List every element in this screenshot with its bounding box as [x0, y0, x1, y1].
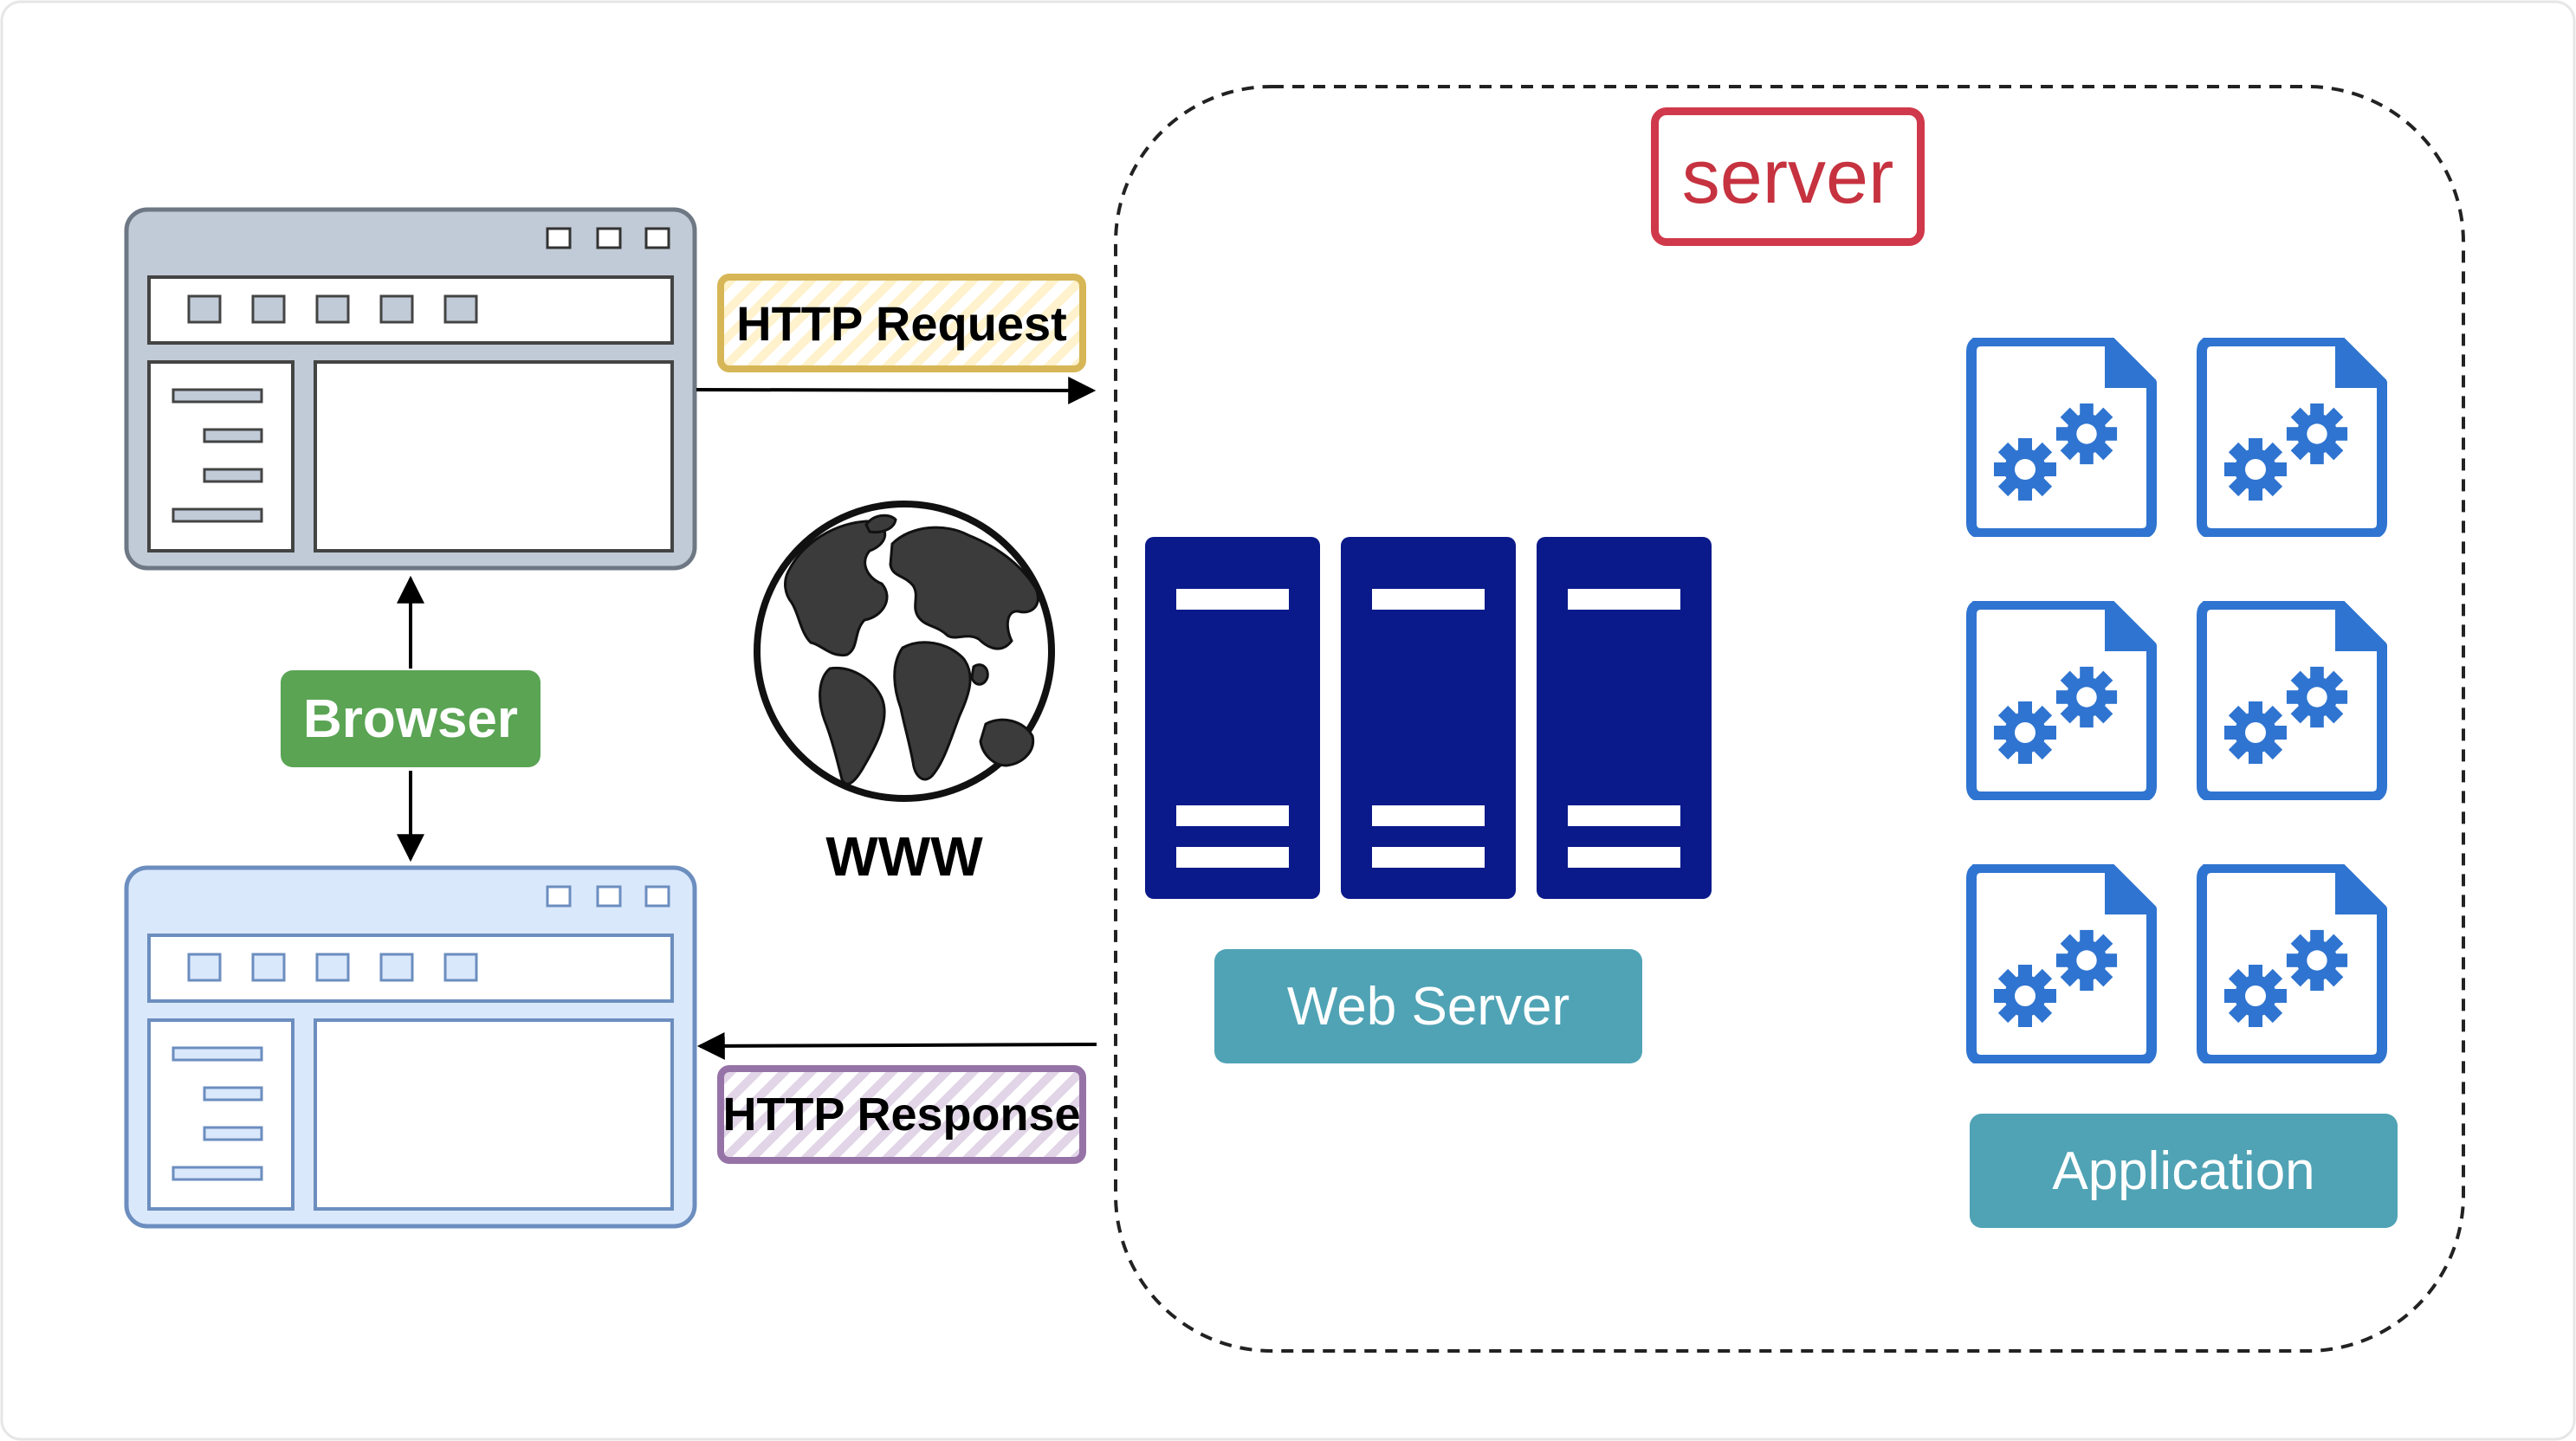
- server-rack-icon: [1145, 537, 1320, 899]
- application-gear-document-icon: [1971, 868, 2152, 1060]
- server-rack-icon: [1341, 537, 1516, 899]
- application-label: Application: [1970, 1114, 2398, 1228]
- application-gear-document-icon: [2202, 604, 2382, 797]
- www-label: WWW: [825, 825, 983, 888]
- http-request-label: HTTP Request: [717, 274, 1086, 372]
- server-label: server: [1651, 107, 1925, 246]
- request-arrow: [696, 376, 1097, 404]
- http-response-label: HTTP Response: [717, 1065, 1086, 1164]
- browser-window-bottom-icon: [124, 865, 697, 1229]
- application-gear-document-icon: [2202, 341, 2382, 533]
- application-gear-document-icon: [1971, 604, 2152, 797]
- globe-icon: [754, 501, 1055, 802]
- application-gear-document-icon: [1971, 341, 2152, 533]
- server-boundary: [1114, 85, 2465, 1353]
- browser-window-top-icon: [124, 207, 697, 571]
- response-arrow: [696, 1031, 1097, 1060]
- browser-label: Browser: [281, 670, 540, 767]
- application-gear-document-icon: [2202, 868, 2382, 1060]
- server-rack-icon: [1537, 537, 1712, 899]
- web-server-label: Web Server: [1214, 949, 1642, 1063]
